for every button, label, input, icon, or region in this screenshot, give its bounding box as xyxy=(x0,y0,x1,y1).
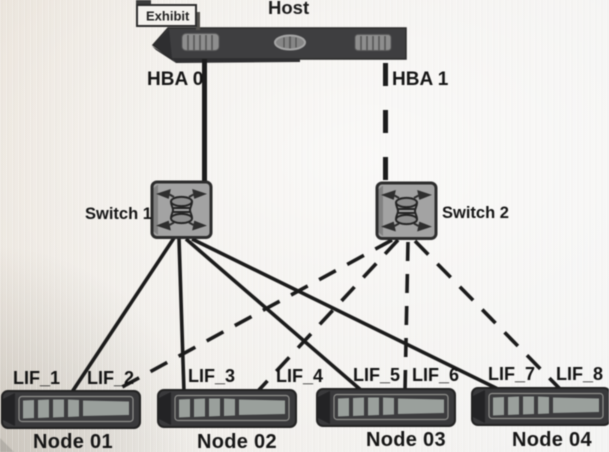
svg-text:Host: Host xyxy=(268,0,309,18)
svg-text:LIF_3: LIF_3 xyxy=(188,366,235,386)
svg-text:Node 03: Node 03 xyxy=(366,429,446,451)
svg-text:LIF_7: LIF_7 xyxy=(488,364,535,384)
svg-text:LIF_4: LIF_4 xyxy=(276,366,323,386)
svg-text:LIF_6: LIF_6 xyxy=(412,365,459,385)
svg-text:Node 01: Node 01 xyxy=(33,431,113,452)
svg-text:LIF_1: LIF_1 xyxy=(13,368,60,388)
svg-text:Node 04: Node 04 xyxy=(512,429,592,451)
svg-text:HBA 1: HBA 1 xyxy=(392,69,449,90)
svg-text:Switch 1: Switch 1 xyxy=(85,205,152,223)
svg-text:LIF_2: LIF_2 xyxy=(87,368,134,388)
svg-text:HBA 0: HBA 0 xyxy=(147,69,203,90)
svg-text:Node 02: Node 02 xyxy=(197,431,277,452)
svg-text:Exhibit: Exhibit xyxy=(146,9,190,24)
svg-text:LIF_5: LIF_5 xyxy=(353,365,400,385)
svg-text:LIF_8: LIF_8 xyxy=(556,364,603,384)
svg-text:Switch 2: Switch 2 xyxy=(442,204,509,222)
